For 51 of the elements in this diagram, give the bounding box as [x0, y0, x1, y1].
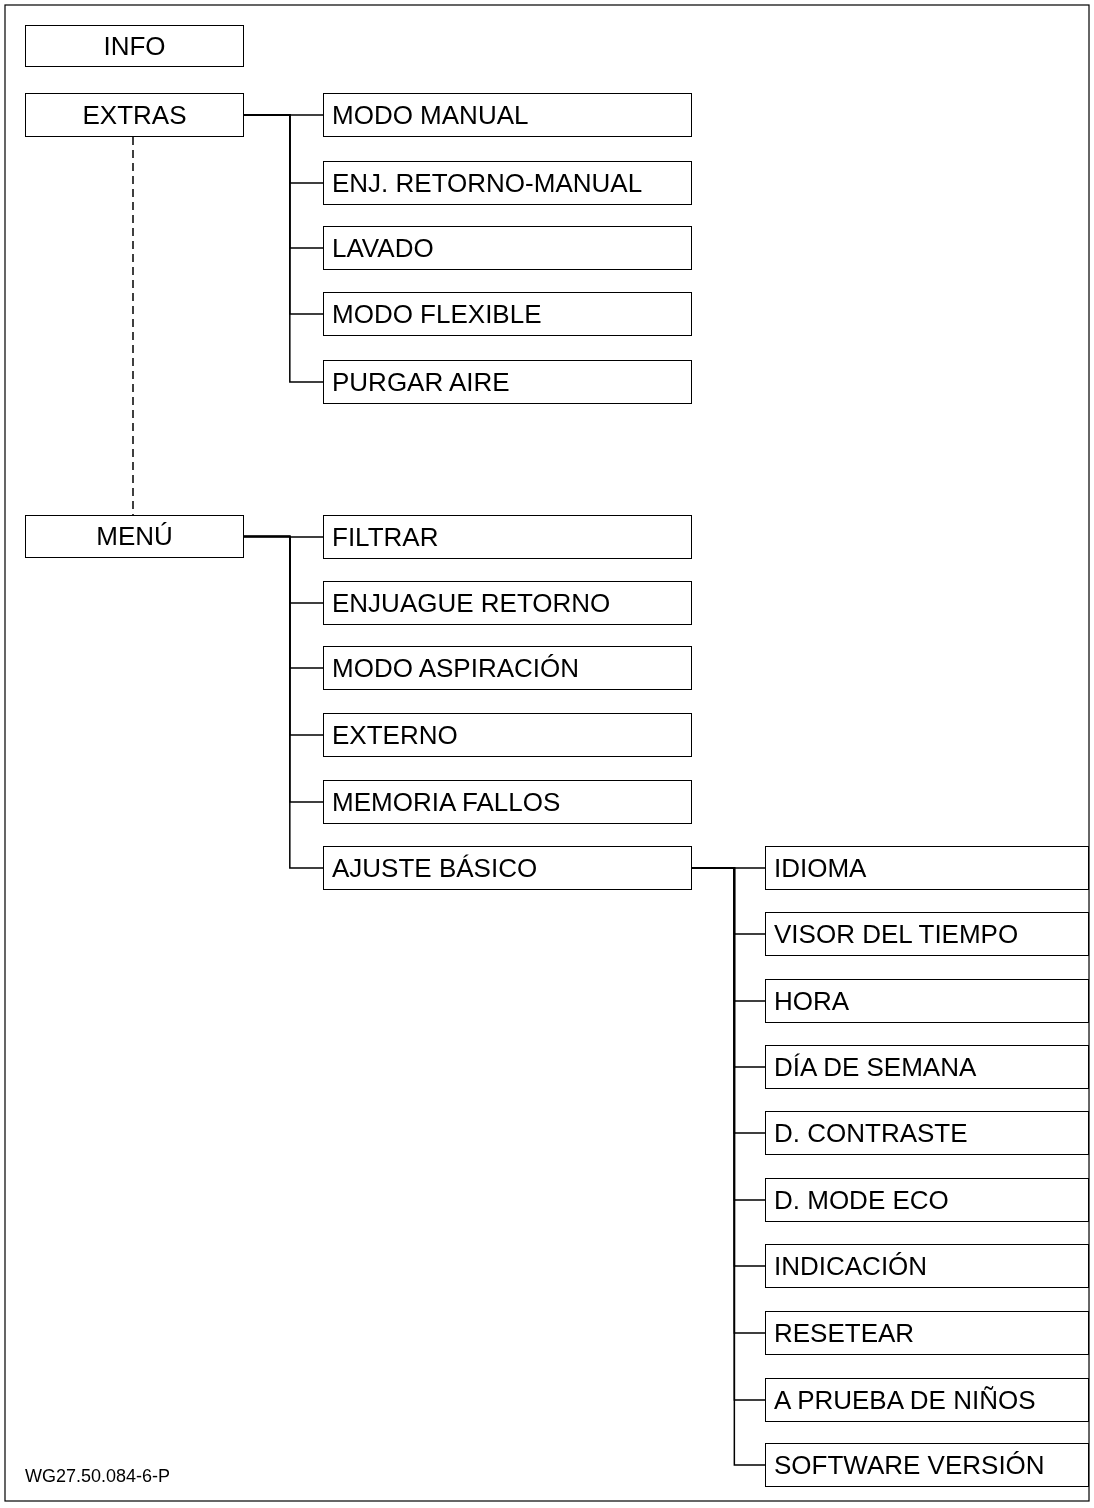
menu-box: [25, 515, 244, 558]
connector-line: [243, 114, 324, 383]
menu-label: VISOR DEL TIEMPO: [774, 918, 1019, 950]
menu-box: [323, 161, 692, 205]
menu-box: [765, 1443, 1089, 1487]
menu-label: MEMORIA FALLOS: [332, 786, 561, 818]
menu-label: D. MODE ECO: [774, 1184, 949, 1216]
menu-box: [765, 1378, 1089, 1422]
menu-label: SOFTWARE VERSIÓN: [774, 1449, 1045, 1481]
menu-box: [765, 912, 1089, 956]
menu-box: [765, 1311, 1089, 1355]
menu-label: FILTRAR: [332, 521, 439, 553]
menu-label: MENÚ: [96, 521, 173, 552]
menu-label: INFO: [103, 30, 166, 62]
menu-label: MODO ASPIRACIÓN: [332, 652, 580, 684]
menu-label: A PRUEBA DE NIÑOS: [774, 1384, 1036, 1416]
menu-box: [765, 1045, 1089, 1089]
menu-box: [765, 979, 1089, 1023]
menu-label: HORA: [774, 985, 850, 1017]
drawing-code: WG27.50.084-6-P: [25, 1466, 171, 1487]
menu-box: [323, 93, 692, 137]
menu-box: [323, 226, 692, 270]
menu-label: MODO FLEXIBLE: [332, 298, 542, 330]
menu-label: MODO MANUAL: [332, 99, 529, 131]
menu-box: [765, 1178, 1089, 1222]
menu-box: [323, 713, 692, 757]
menu-label: ENJUAGUE RETORNO: [332, 587, 611, 619]
menu-label: EXTERNO: [332, 719, 458, 751]
menu-box: [765, 846, 1089, 890]
menu-label: DÍA DE SEMANA: [774, 1051, 977, 1083]
connector-line: [243, 535, 324, 869]
menu-label: PURGAR AIRE: [332, 366, 510, 398]
menu-label: ENJ. RETORNO-MANUAL: [332, 167, 643, 199]
menu-box: [323, 646, 692, 690]
menu-label: LAVADO: [332, 232, 434, 264]
menu-label: EXTRAS: [82, 99, 187, 131]
menu-box: [323, 780, 692, 824]
menu-box: [323, 846, 692, 890]
menu-box: [323, 581, 692, 625]
menu-label: RESETEAR: [774, 1317, 915, 1349]
menu-box: [323, 360, 692, 404]
menu-box: [765, 1244, 1089, 1288]
menu-box: [323, 515, 692, 559]
menu-label: AJUSTE BÁSICO: [332, 852, 538, 884]
menu-label: D. CONTRASTE: [774, 1117, 968, 1149]
menu-label: IDIOMA: [774, 852, 867, 884]
menu-box: [25, 93, 244, 137]
menu-box: [25, 25, 244, 67]
menu-box: [323, 292, 692, 336]
menu-box: [765, 1111, 1089, 1155]
menu-label: INDICACIÓN: [774, 1250, 928, 1282]
